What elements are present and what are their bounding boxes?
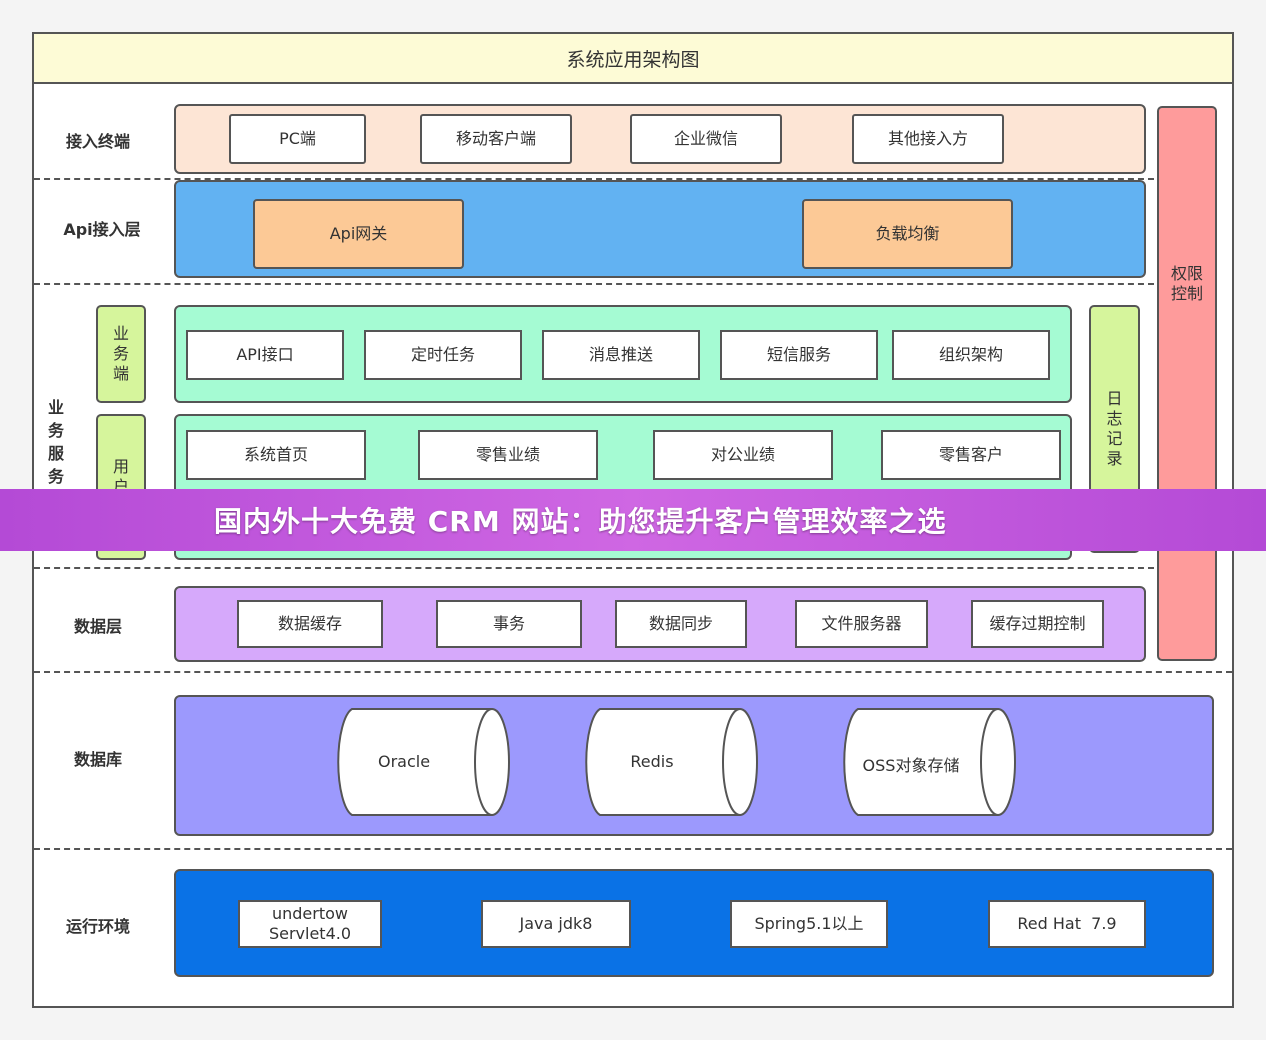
database-cylinders <box>337 708 1016 816</box>
data-cache: 数据缓存 <box>237 600 383 648</box>
redis-cylinder-icon <box>585 708 758 816</box>
access-item-other: 其他接入方 <box>852 114 1004 164</box>
data-cache-expiry: 缓存过期控制 <box>971 600 1104 648</box>
runtime-spring: Spring5.1以上 <box>730 900 888 948</box>
row-separator <box>34 567 1154 569</box>
service-api: API接口 <box>186 330 344 380</box>
data-sync: 数据同步 <box>615 600 747 648</box>
runtime-redhat: Red Hat 7.9 <box>988 900 1146 948</box>
access-item-pc: PC端 <box>229 114 366 164</box>
data-file-server: 文件服务器 <box>795 600 928 648</box>
promo-banner: 国内外十大免费 CRM 网站：助您提升客户管理效率之选 <box>0 489 1266 551</box>
runtime-java: Java jdk8 <box>481 900 631 948</box>
load-balancer: 负载均衡 <box>802 199 1013 269</box>
service-sms: 短信服务 <box>720 330 878 380</box>
business-side-label: 业务端 <box>96 305 146 403</box>
row-separator <box>34 848 1232 850</box>
service-push: 消息推送 <box>542 330 700 380</box>
page-retail-customer: 零售客户 <box>881 430 1061 480</box>
row-separator <box>34 671 1232 673</box>
runtime-undertow: undertow Servlet4.0 <box>238 900 382 948</box>
db-oracle-label: Oracle <box>377 752 431 771</box>
runtime-undertow-text: undertow Servlet4.0 <box>268 904 352 943</box>
row-separator <box>34 283 1154 285</box>
access-item-mobile: 移动客户端 <box>420 114 572 164</box>
row-separator <box>34 178 1154 180</box>
db-oss-label: OSS对象存储 <box>862 756 960 775</box>
permission-panel: 权限控制 <box>1157 106 1217 661</box>
log-text: 日志记录 <box>1106 389 1123 468</box>
data-transaction: 事务 <box>436 600 582 648</box>
row-label-api: Api接入层 <box>63 220 141 239</box>
row-label-data: 数据层 <box>73 617 122 636</box>
promo-banner-text: 国内外十大免费 CRM 网站：助您提升客户管理效率之选 <box>214 505 947 538</box>
business-side-text: 业务端 <box>112 324 129 383</box>
page-retail-performance: 零售业绩 <box>418 430 598 480</box>
api-gateway: Api网关 <box>253 199 464 269</box>
permission-text: 权限控制 <box>1170 263 1203 303</box>
diagram-title: 系统应用架构图 <box>32 32 1234 84</box>
oss-cylinder-icon <box>843 708 1016 816</box>
db-redis-label: Redis <box>630 752 674 771</box>
page-corporate-performance: 对公业绩 <box>653 430 833 480</box>
access-item-wecom: 企业微信 <box>630 114 782 164</box>
row-label-access: 接入终端 <box>65 132 130 151</box>
row-label-runtime: 运行环境 <box>65 917 130 936</box>
row-label-database: 数据库 <box>73 750 122 769</box>
page-home: 系统首页 <box>186 430 366 480</box>
service-org: 组织架构 <box>892 330 1050 380</box>
oracle-cylinder-icon <box>337 708 510 816</box>
service-schedule: 定时任务 <box>364 330 522 380</box>
